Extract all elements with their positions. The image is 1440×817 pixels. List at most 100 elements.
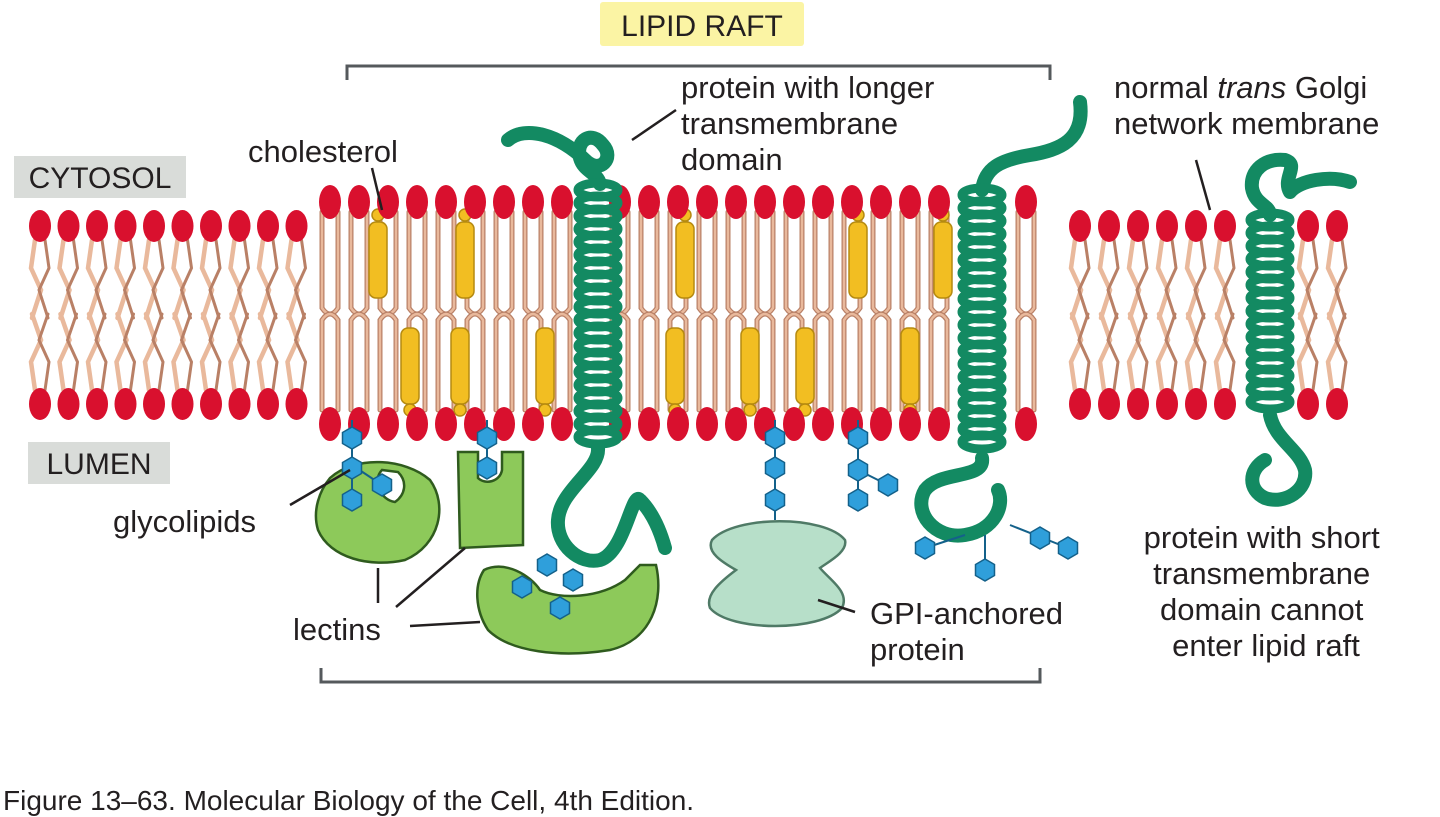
lipid-head bbox=[870, 185, 892, 219]
lipid-tail bbox=[85, 311, 101, 393]
golgi-membrane-label: normal trans Golgi network membrane bbox=[1114, 70, 1379, 141]
lipid-head bbox=[319, 407, 341, 441]
lipid-tail bbox=[1097, 311, 1113, 393]
lipid-tail bbox=[142, 237, 158, 321]
sugar bbox=[847, 426, 869, 450]
lipid-tail bbox=[929, 312, 949, 412]
lipid-head bbox=[725, 407, 747, 441]
lumen-label: LUMEN bbox=[46, 448, 151, 481]
helix-turn bbox=[1245, 390, 1295, 414]
sugar bbox=[341, 456, 363, 480]
sugar bbox=[511, 575, 533, 599]
lipid-tail bbox=[1106, 238, 1120, 320]
lipid-head bbox=[377, 407, 399, 441]
cholesterol bbox=[368, 221, 388, 299]
cytosol-label-bg bbox=[14, 156, 186, 198]
lipid-head bbox=[435, 407, 457, 441]
lipid-tail bbox=[122, 238, 137, 320]
lipid-tail bbox=[493, 209, 515, 317]
protein-strand bbox=[1244, 152, 1357, 222]
cholesterol bbox=[400, 327, 420, 405]
lipid-tail bbox=[900, 312, 920, 412]
figure-caption: Figure 13–63. Molecular Biology of the C… bbox=[3, 785, 694, 816]
lipid-tail bbox=[199, 311, 215, 393]
lipid-tail bbox=[1164, 238, 1178, 320]
cholesterol bbox=[740, 327, 760, 405]
sugar bbox=[847, 488, 869, 512]
lipid-tail bbox=[114, 311, 129, 393]
title-highlight bbox=[600, 2, 804, 46]
lipid-tail bbox=[1016, 312, 1036, 412]
lipid-tail bbox=[348, 311, 370, 413]
lipid-tail bbox=[1126, 237, 1142, 321]
lipid-tail bbox=[1334, 312, 1348, 392]
lipid-tail bbox=[65, 238, 80, 320]
lipid-tail bbox=[610, 312, 630, 412]
lipid-tail bbox=[285, 237, 300, 321]
lipid-tail bbox=[208, 312, 222, 392]
lipid-head bbox=[285, 210, 308, 242]
lipid-tail bbox=[256, 311, 272, 393]
lipid-tail bbox=[151, 312, 165, 392]
sugar bbox=[536, 553, 558, 577]
sugar bbox=[476, 426, 498, 450]
lipid-tail bbox=[1164, 312, 1178, 392]
title: LIPID RAFT bbox=[621, 10, 783, 43]
lipid-tail bbox=[1077, 312, 1091, 392]
lipid-tail bbox=[783, 209, 805, 317]
lipid-tail bbox=[523, 312, 543, 412]
lipid-tail bbox=[697, 312, 717, 412]
lipid-tail bbox=[725, 209, 747, 317]
lipid-tail bbox=[265, 238, 279, 320]
lipid-head bbox=[29, 210, 51, 242]
cholesterol bbox=[455, 221, 475, 299]
short-protein-label: protein with short transmembrane domain … bbox=[1144, 520, 1389, 663]
lipid-tail bbox=[378, 312, 398, 412]
lipid-head bbox=[200, 388, 222, 420]
lipid-tail bbox=[493, 311, 515, 413]
lipid-head bbox=[86, 388, 108, 420]
lipid-tail bbox=[1097, 237, 1113, 321]
lipid-tail bbox=[236, 238, 251, 320]
lipid-tail bbox=[228, 237, 243, 321]
short-transmembrane-protein bbox=[1244, 152, 1357, 507]
lipid-tail bbox=[293, 312, 308, 392]
lipid-tail bbox=[784, 312, 804, 412]
lipid-tail bbox=[406, 209, 428, 317]
lipid-tail bbox=[696, 209, 718, 317]
lipid-head bbox=[406, 407, 428, 441]
lipid-tail bbox=[293, 238, 308, 320]
lipid-tail bbox=[199, 237, 215, 321]
cholesterol bbox=[535, 327, 555, 405]
lipid-tail bbox=[57, 237, 72, 321]
lectin-left bbox=[314, 460, 441, 564]
lipid-tail bbox=[813, 312, 833, 412]
lipid-head bbox=[493, 185, 515, 219]
lipid-head bbox=[493, 407, 515, 441]
lipid-tail bbox=[552, 312, 572, 412]
sugar bbox=[371, 473, 393, 497]
lipid-tail bbox=[1015, 209, 1037, 317]
lipid-head bbox=[1015, 407, 1037, 441]
lipid-tail bbox=[871, 312, 891, 412]
lipid-head bbox=[899, 185, 921, 219]
lipid-tail bbox=[348, 209, 370, 317]
lipid-tail bbox=[668, 312, 688, 412]
sugar bbox=[1029, 526, 1051, 550]
lipid-tail bbox=[870, 209, 892, 317]
cytosol-label: CYTOSOL bbox=[29, 162, 172, 195]
sugar bbox=[341, 488, 363, 512]
lipid-head bbox=[29, 388, 51, 420]
cholesterol bbox=[933, 221, 953, 299]
lipid-tail bbox=[320, 312, 340, 412]
lipid-head bbox=[638, 185, 660, 219]
lipid-head bbox=[171, 210, 194, 242]
lipid-head bbox=[200, 210, 222, 242]
lipid-tail bbox=[179, 238, 194, 320]
lipid-tail bbox=[122, 312, 137, 392]
lipid-head bbox=[348, 185, 370, 219]
lipid-head bbox=[1098, 388, 1120, 420]
lipid-head bbox=[57, 210, 80, 242]
helix-turn bbox=[957, 430, 1007, 454]
